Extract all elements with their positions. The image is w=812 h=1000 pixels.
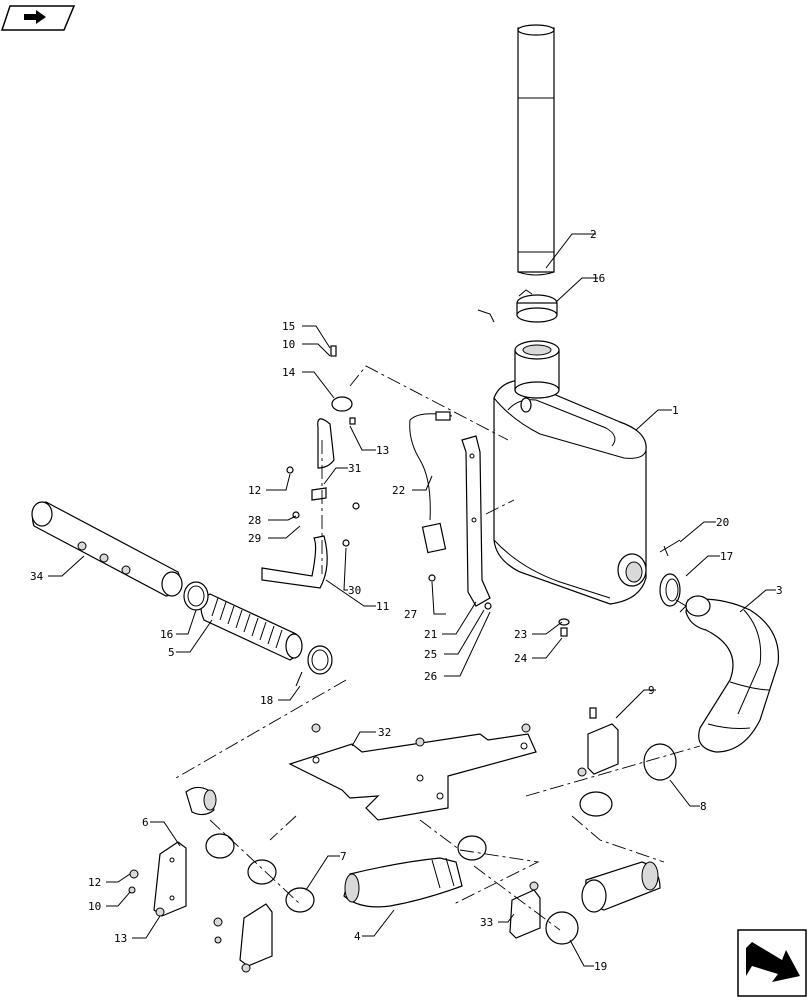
next-page-arrow-icon[interactable] <box>737 929 807 997</box>
callout-22: 22 <box>392 484 405 497</box>
bracket-33 <box>509 889 541 939</box>
callout-26: 26 <box>424 670 437 683</box>
callout-33: 33 <box>480 916 493 929</box>
callout-16b: 16 <box>160 628 173 641</box>
muffler <box>493 340 647 605</box>
callout-14: 14 <box>282 366 296 379</box>
callout-6: 6 <box>142 816 149 829</box>
callout-34: 34 <box>30 570 44 583</box>
callout-10a: 10 <box>282 338 295 351</box>
callout-29: 29 <box>248 532 261 545</box>
callout-10b: 10 <box>88 900 101 913</box>
callout-15: 15 <box>282 320 295 333</box>
callout-20: 20 <box>716 516 729 529</box>
inlet-clamp <box>659 573 687 613</box>
mounting-plate <box>288 733 537 821</box>
callout-18: 18 <box>260 694 273 707</box>
callout-8: 8 <box>700 800 707 813</box>
muffler-hardware <box>558 618 570 637</box>
callout-32: 32 <box>378 726 391 739</box>
callout-12b: 12 <box>88 876 101 889</box>
callout-12a: 12 <box>248 484 261 497</box>
leader-lines <box>48 233 776 967</box>
callout-30: 30 <box>348 584 361 597</box>
clamp-18 <box>295 645 333 687</box>
sensor-bolt <box>659 539 681 557</box>
callout-3: 3 <box>776 584 783 597</box>
muffler-bracket <box>461 435 491 607</box>
small-hardware <box>286 466 492 610</box>
sensor-harness <box>409 411 453 554</box>
u-bolt-clamps <box>205 743 677 945</box>
callout-11: 11 <box>376 600 389 613</box>
bracket-7 <box>239 903 273 967</box>
callout-23: 23 <box>514 628 527 641</box>
callout-13a: 13 <box>376 444 389 457</box>
callout-9: 9 <box>648 684 655 697</box>
outlet-pipe <box>581 861 661 913</box>
callout-labels: 2 16 1 3 20 17 15 10 14 13 31 12 28 29 3… <box>30 228 783 973</box>
pipe-4 <box>343 857 463 908</box>
callout-5: 5 <box>168 646 175 659</box>
bracket-6 <box>153 841 187 917</box>
callout-16a: 16 <box>592 272 605 285</box>
stack-clamp <box>516 289 558 323</box>
callout-21: 21 <box>424 628 437 641</box>
callout-24: 24 <box>514 652 528 665</box>
callout-17: 17 <box>720 550 733 563</box>
flex-pipe <box>200 593 303 661</box>
callout-31: 31 <box>348 462 361 475</box>
callout-1: 1 <box>672 404 679 417</box>
bracket-9 <box>587 707 619 775</box>
book-arrow-icon[interactable] <box>0 5 76 31</box>
heat-shield <box>31 501 183 597</box>
tail-pipe-elbow <box>685 595 780 753</box>
callout-4: 4 <box>354 930 361 943</box>
callout-28: 28 <box>248 514 261 527</box>
callout-7: 7 <box>340 850 347 863</box>
callout-27: 27 <box>404 608 417 621</box>
assembly-lines <box>175 365 701 931</box>
sensor-tube <box>477 309 495 323</box>
callout-2: 2 <box>590 228 597 241</box>
callout-25: 25 <box>424 648 437 661</box>
flex-pipe-clamp <box>183 581 209 611</box>
callout-13b: 13 <box>114 932 127 945</box>
pipe-coupler <box>185 786 217 816</box>
exhaust-stack <box>517 24 555 276</box>
breather-hose <box>261 345 356 589</box>
callout-19: 19 <box>594 960 607 973</box>
